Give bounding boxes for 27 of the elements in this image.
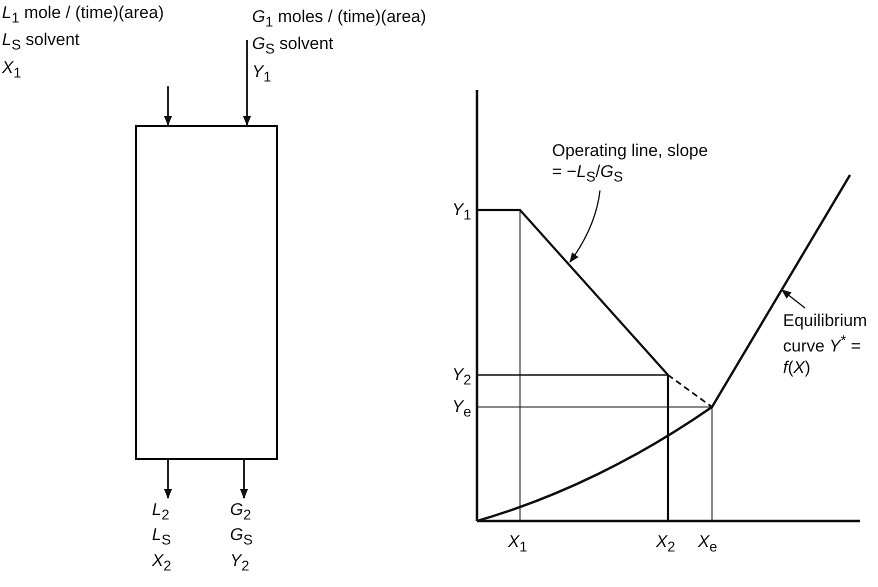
outlet-stream-label: L$_{S}$ [152,525,172,551]
axis-value-label: X$_{e}$ [698,532,718,556]
inlet-stream-label: G$_{S}$ solvent [252,33,334,60]
axis-value-label: Y$_{2}$ [452,365,472,388]
leader-line [781,289,806,309]
outlet-stream-label: Y$_{2}$ [230,550,250,576]
axis-value-label: X$_{1}$ [508,532,528,556]
inlet-stream-label: X$_{1}$ [2,56,22,84]
curve-label: Equilibrium curve Y$^{*}$ = f(X) [783,310,868,378]
outlet-stream-label: G$_{S}$ [230,525,253,551]
outlet-stream-label: G$_{2}$ [230,500,252,526]
axis-value-label: Y$_{1}$ [452,200,472,224]
outlet-stream-label: X$_{2}$ [152,550,172,576]
inlet-stream-label: L$_{S}$ solvent [2,29,81,56]
flow-arrow [164,86,172,126]
flow-arrow [240,460,248,499]
flow-arrow [243,40,251,126]
axis-value-label: Y$_{e}$ [452,397,472,420]
outlet-stream-label: L$_{2}$ [152,500,170,526]
inlet-stream-label: L$_{1}$ mole / (time)(area) [2,2,164,28]
axis-value-label: X$_{2}$ [656,532,676,556]
tower-box [135,125,278,460]
curve-label: Operating line, slope = −L$_{S}$/G$_{S}$ [552,140,709,188]
flow-arrow [164,460,172,499]
inlet-stream-label: G$_{1}$ moles / (time)(area) [252,6,426,32]
leader-line [569,190,601,263]
inlet-stream-label: Y$_{1}$ [252,60,272,88]
